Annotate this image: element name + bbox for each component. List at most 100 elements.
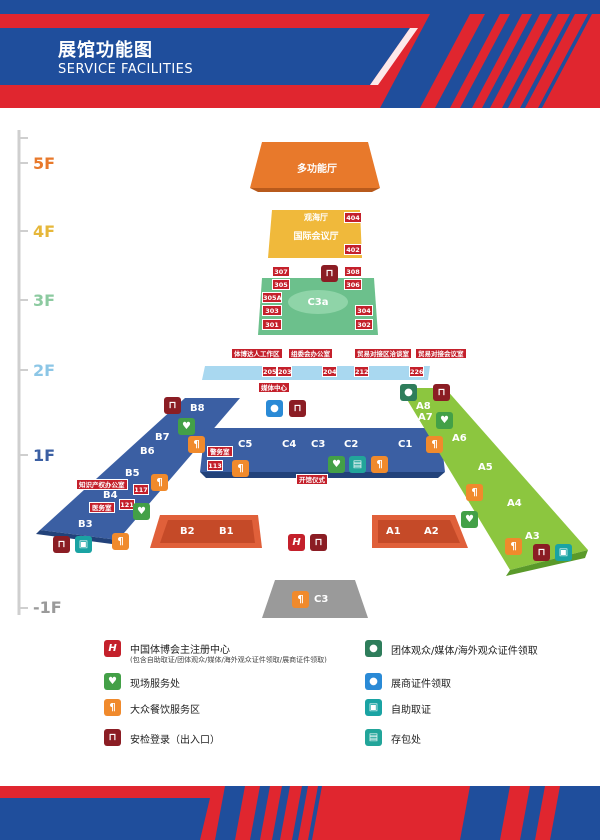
registration-center-icon: H [288,534,305,551]
floor-label-4f: 4F [33,222,56,241]
floor-label-3f: 3F [33,291,56,310]
onsite-service-icon: ♥ [178,418,195,435]
room-304: 304 [355,305,373,316]
room-307: 307 [272,266,290,277]
food-service-icon: ¶ [292,591,309,608]
room-306: 306 [344,279,362,290]
zone-c5: C5 [238,439,253,450]
floor-label-2f: 2F [33,361,56,380]
legend-label: 展商证件领取 [391,679,451,690]
floor2-corridor [202,366,430,380]
legend: H 中国体博会主注册中心 (包含自助取证/团体观众/媒体/海外观众证件领取/展商… [104,638,584,758]
zone-b6: B6 [140,446,155,457]
food-service-icon: ¶ [188,436,205,453]
room-205: 205 [262,366,277,377]
room-117: 117 [133,484,149,495]
food-service-icon: ¶ [232,460,249,477]
zone-b3: B3 [78,519,93,530]
floor-label-5f: 5F [33,154,56,173]
floor-scale [17,130,28,615]
self-service-badge-icon: ▣ [555,544,572,561]
zone-basement-c3: C3 [314,594,329,605]
tag-trade-meeting: 贸易对接会议室 [415,348,467,359]
zone-c4: C4 [282,439,297,450]
footer-banner [0,786,600,840]
zone-a2: A2 [424,526,439,537]
onsite-service-icon: ♥ [133,503,150,520]
security-entry-icon: ⊓ [533,544,550,561]
basement-hall [262,580,368,618]
legend-label: 中国体博会主注册中心 [130,645,230,656]
room-204: 204 [322,366,337,377]
self-service-badge-icon: ▣ [365,699,382,716]
floor3-hall-label: C3a [307,297,329,308]
security-entry-icon: ⊓ [289,400,306,417]
zone-c3: C3 [311,439,326,450]
food-service-icon: ¶ [112,533,129,550]
legend-label: 现场服务处 [130,679,180,690]
tag-expert-workspace: 体博达人工作区 [231,348,283,359]
page-subtitle: SERVICE FACILITIES [58,62,194,77]
tag-ip-office: 知识产权办公室 [76,479,128,490]
security-entry-icon: ⊓ [53,536,70,553]
exhibitor-badge-icon: ● [266,400,283,417]
zone-a5: A5 [478,462,493,473]
room-301: 301 [262,319,282,330]
security-entry-icon: ⊓ [321,265,338,282]
group-media-badge-icon: ● [400,384,417,401]
room-305a: 305A [262,292,282,303]
security-entry-icon: ⊓ [310,534,327,551]
food-service-icon: ¶ [505,538,522,555]
zone-c1: C1 [398,439,413,450]
legend-label: 安检登录（出入口） [130,735,220,746]
legend-label: 大众餐饮服务区 [130,705,200,716]
tag-committee-office: 组委会办公室 [288,348,333,359]
legend-sublabel: (包含自助取证/团体观众/媒体/海外观众证件领取/展商证件领取) [130,656,327,664]
floor5-hall [250,142,380,188]
food-service-icon: ¶ [371,456,388,473]
registration-center-icon: H [104,640,121,657]
zone-c2: C2 [344,439,359,450]
page-title: 展馆功能图 [58,40,153,61]
header-banner [0,0,600,108]
room-402: 402 [344,244,362,255]
exhibitor-badge-icon: ● [365,673,382,690]
zone-a1: A1 [386,526,401,537]
tag-trade-negotiation: 贸易对接区洽谈室 [354,348,412,359]
room-404: 404 [344,212,362,223]
room-113: 113 [207,460,223,471]
zone-b1: B1 [219,526,234,537]
food-service-icon: ¶ [426,436,443,453]
room-308: 308 [344,266,362,277]
floor4-hall [268,210,362,258]
security-entry-icon: ⊓ [164,397,181,414]
zone-b7: B7 [155,432,170,443]
security-entry-icon: ⊓ [104,729,121,746]
legend-label: 存包处 [391,735,421,746]
floor4-hall2-label: 国际会议厅 [293,232,339,242]
a-wing [400,388,588,570]
onsite-service-icon: ♥ [104,673,121,690]
room-303: 303 [262,305,282,316]
zone-a4: A4 [507,498,522,509]
luggage-storage-icon: ▤ [349,456,366,473]
onsite-service-icon: ♥ [461,511,478,528]
legend-label: 自助取证 [391,705,431,716]
food-service-icon: ¶ [151,474,168,491]
luggage-storage-icon: ▤ [365,729,382,746]
zone-a3: A3 [525,531,540,542]
zone-a6: A6 [452,433,467,444]
floor4-hall1-label: 观海厅 [304,213,328,222]
room-305: 305 [272,279,290,290]
food-service-icon: ¶ [104,699,121,716]
tag-media-center: 媒体中心 [258,382,290,393]
room-226: 226 [409,366,424,377]
zone-b8: B8 [190,403,205,414]
room-203: 203 [277,366,292,377]
legend-label: 团体观众/媒体/海外观众证件领取 [391,646,538,657]
tag-opening-ceremony: 开馆仪式 [296,474,328,485]
room-212: 212 [354,366,369,377]
floor5-hall-label: 多功能厅 [297,164,337,175]
food-service-icon: ¶ [466,484,483,501]
floor-plan-map [36,142,588,618]
